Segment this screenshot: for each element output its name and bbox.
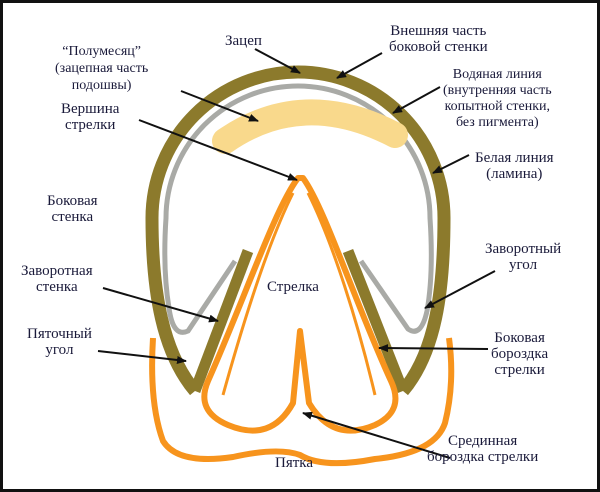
hoof-drawing	[97, 48, 496, 467]
pointer-arrows	[97, 48, 496, 459]
heel-outline	[149, 337, 455, 467]
white-line	[162, 83, 434, 335]
label-white-line: Белая линия(ламина)	[475, 150, 554, 182]
label-heel: Пятка	[275, 455, 314, 471]
bar-wall-left	[189, 249, 254, 393]
lateral-groove-left	[221, 192, 295, 396]
lateral-groove-right	[306, 192, 377, 396]
sole-crescent	[212, 99, 408, 154]
frog-outline	[201, 175, 399, 434]
bar-wall-right	[342, 248, 409, 394]
label-frog: Стрелка	[267, 279, 319, 295]
label-toe: Зацеп	[225, 33, 262, 49]
